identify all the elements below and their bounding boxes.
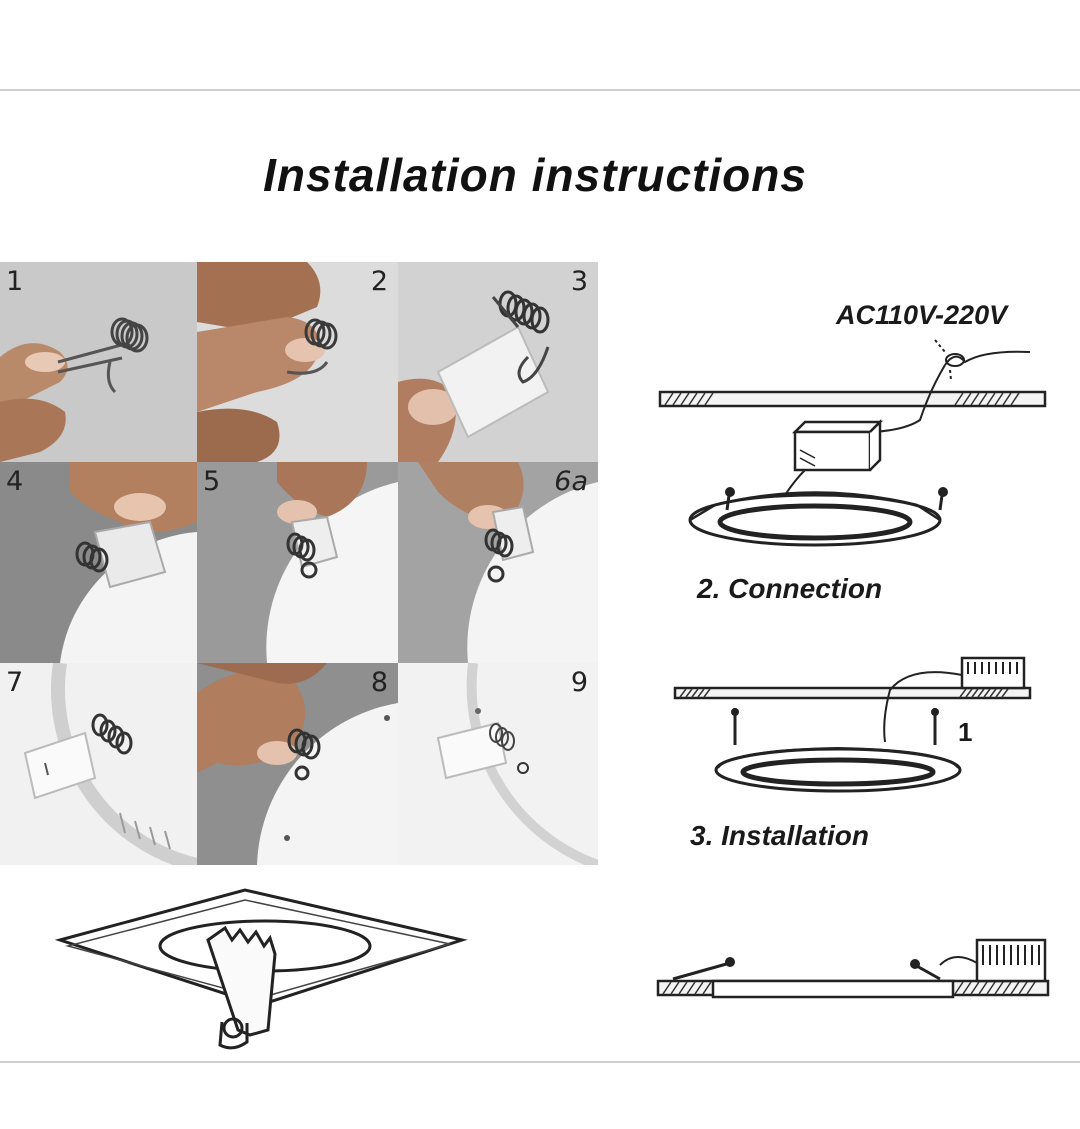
step-photo-8: 8 [197, 663, 398, 865]
step-number: 9 [570, 667, 588, 698]
step-photo-9: 9 [398, 663, 598, 865]
step-8-illustration [197, 663, 398, 865]
step-9-illustration [398, 663, 598, 865]
step-photo-1: 1 [0, 262, 197, 462]
step-number: 3 [570, 266, 588, 297]
installation-caption: 3. Installation [690, 820, 869, 851]
step-photo-2: 2 [197, 262, 398, 462]
step-number: 6a [554, 466, 588, 497]
photo-step-grid: 1 2 [0, 262, 598, 865]
page-title: Installation instructions [263, 149, 807, 201]
step-5-illustration [197, 462, 398, 663]
step-number: 5 [203, 466, 221, 497]
step-photo-7: 7 [0, 663, 197, 865]
step-4-illustration [0, 462, 197, 663]
connection-diagram [658, 339, 1047, 547]
step-number: 8 [370, 667, 388, 698]
step-1-illustration [0, 262, 197, 462]
step-7-illustration [0, 663, 197, 865]
step-number: 1 [6, 266, 24, 297]
installation-diagram [673, 656, 1032, 793]
step-6a-illustration [398, 462, 598, 663]
step-photo-3: 3 [398, 262, 598, 462]
step-2-illustration [197, 262, 398, 462]
square-frame-diagram [54, 888, 468, 1050]
upward-arrow-number: 1 [958, 717, 973, 747]
voltage-label: AC110V-220V [836, 300, 1008, 330]
connection-caption: 2. Connection [697, 573, 883, 604]
installed-panel-diagram [656, 938, 1050, 999]
step-photo-5: 5 [197, 462, 398, 663]
step-number: 2 [370, 266, 388, 297]
step-number: 4 [6, 466, 24, 497]
step-3-illustration [398, 262, 598, 462]
step-photo-6a: 6a [398, 462, 598, 663]
step-photo-4: 4 [0, 462, 197, 663]
step-number: 7 [6, 667, 24, 698]
